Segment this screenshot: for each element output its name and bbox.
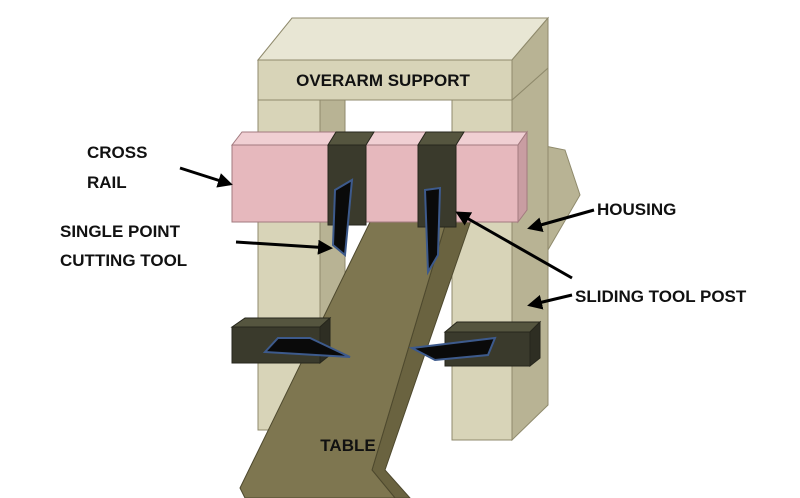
housing-label: HOUSING (597, 200, 676, 219)
side-tool-post-right-top (443, 321, 542, 333)
single-point-cutting-tool-label-line2: CUTTING TOOL (60, 251, 187, 270)
table-label: TABLE (320, 436, 375, 455)
overarm-support (257, 59, 513, 101)
sliding-tool-post-label: SLIDING TOOL POST (575, 287, 747, 306)
cross-rail-label-line2: RAIL (87, 173, 127, 192)
overarm-support-label: OVERARM SUPPORT (296, 71, 470, 90)
cross-rail-side (517, 130, 528, 224)
housing-arrow (527, 208, 595, 232)
sliding-tool-post-arrow-2 (527, 293, 573, 310)
tool-post-2-top (417, 131, 465, 146)
cross-rail-top (230, 131, 528, 146)
side-tool-post-left-top (230, 317, 332, 328)
tool-post-1-top (327, 131, 375, 146)
overarm-support-top (256, 17, 550, 61)
cross-rail-arrow (179, 166, 233, 188)
side-cutting-tool-left (262, 337, 351, 358)
side-cutting-tool-right (408, 336, 497, 362)
sliding-tool-post-arrow-1 (455, 211, 573, 280)
single-point-cutting-tool-label-line1: SINGLE POINT (60, 222, 181, 241)
cutting-tool-1 (331, 178, 354, 257)
single-point-tool-arrow (235, 239, 333, 255)
cutting-tool-2 (423, 186, 442, 276)
cross-rail-label-line1: CROSS (87, 143, 147, 162)
cross-rail (231, 144, 519, 223)
